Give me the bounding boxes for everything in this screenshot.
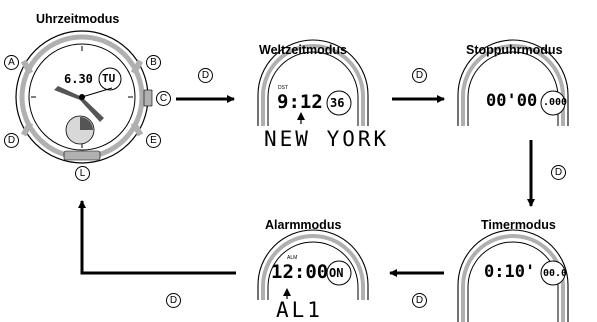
button-b-label: B xyxy=(146,55,161,70)
stoppuhr-fraction: .000 xyxy=(543,97,568,108)
title-timermodus: Timermodus xyxy=(481,218,556,232)
button-c-label: C xyxy=(156,91,171,106)
flow-arrows xyxy=(78,95,535,277)
alarm-time: 12:00 xyxy=(271,261,329,283)
arrow-d-label-5: D xyxy=(166,293,181,308)
title-stoppuhrmodus: Stoppuhrmodus xyxy=(466,43,563,57)
weltzeit-watch xyxy=(257,39,369,126)
button-d-label: D xyxy=(4,133,19,148)
title-weltzeitmodus: Weltzeitmodus xyxy=(259,43,347,57)
title-alarmmodus: Alarmmodus xyxy=(265,218,342,232)
weltzeit-time: 9:12 xyxy=(277,91,323,113)
main-watch-hour: 6.30 xyxy=(64,72,93,86)
alarm-alm-indicator: ALM xyxy=(287,255,298,261)
weltzeit-city: NEW YORK xyxy=(264,127,390,151)
weltzeit-dst-indicator: DST xyxy=(278,85,288,91)
main-watch-illustration xyxy=(15,30,153,164)
weltzeit-seconds: 36 xyxy=(330,96,345,110)
arrow-d-label-4: D xyxy=(412,293,427,308)
title-uhrzeitmodus: Uhrzeitmodus xyxy=(36,12,120,26)
arrow-d-label-1: D xyxy=(198,68,213,83)
stoppuhr-time: 00'00 xyxy=(486,91,538,111)
alarm-status: ON xyxy=(329,266,344,280)
button-a-label: A xyxy=(4,55,19,70)
alarm-watch xyxy=(257,229,369,300)
arrow-d-label-3: D xyxy=(551,165,566,180)
timer-fraction: 00.0 xyxy=(543,268,568,279)
timer-watch xyxy=(457,229,569,322)
stoppuhr-watch xyxy=(457,39,569,126)
timer-time: 0:10' xyxy=(484,262,536,282)
alarm-label: AL1 xyxy=(276,298,323,322)
button-l-label: L xyxy=(75,166,90,181)
main-watch-day: TU xyxy=(102,72,116,85)
arrow-d-label-2: D xyxy=(412,68,427,83)
button-e-label: E xyxy=(146,133,161,148)
